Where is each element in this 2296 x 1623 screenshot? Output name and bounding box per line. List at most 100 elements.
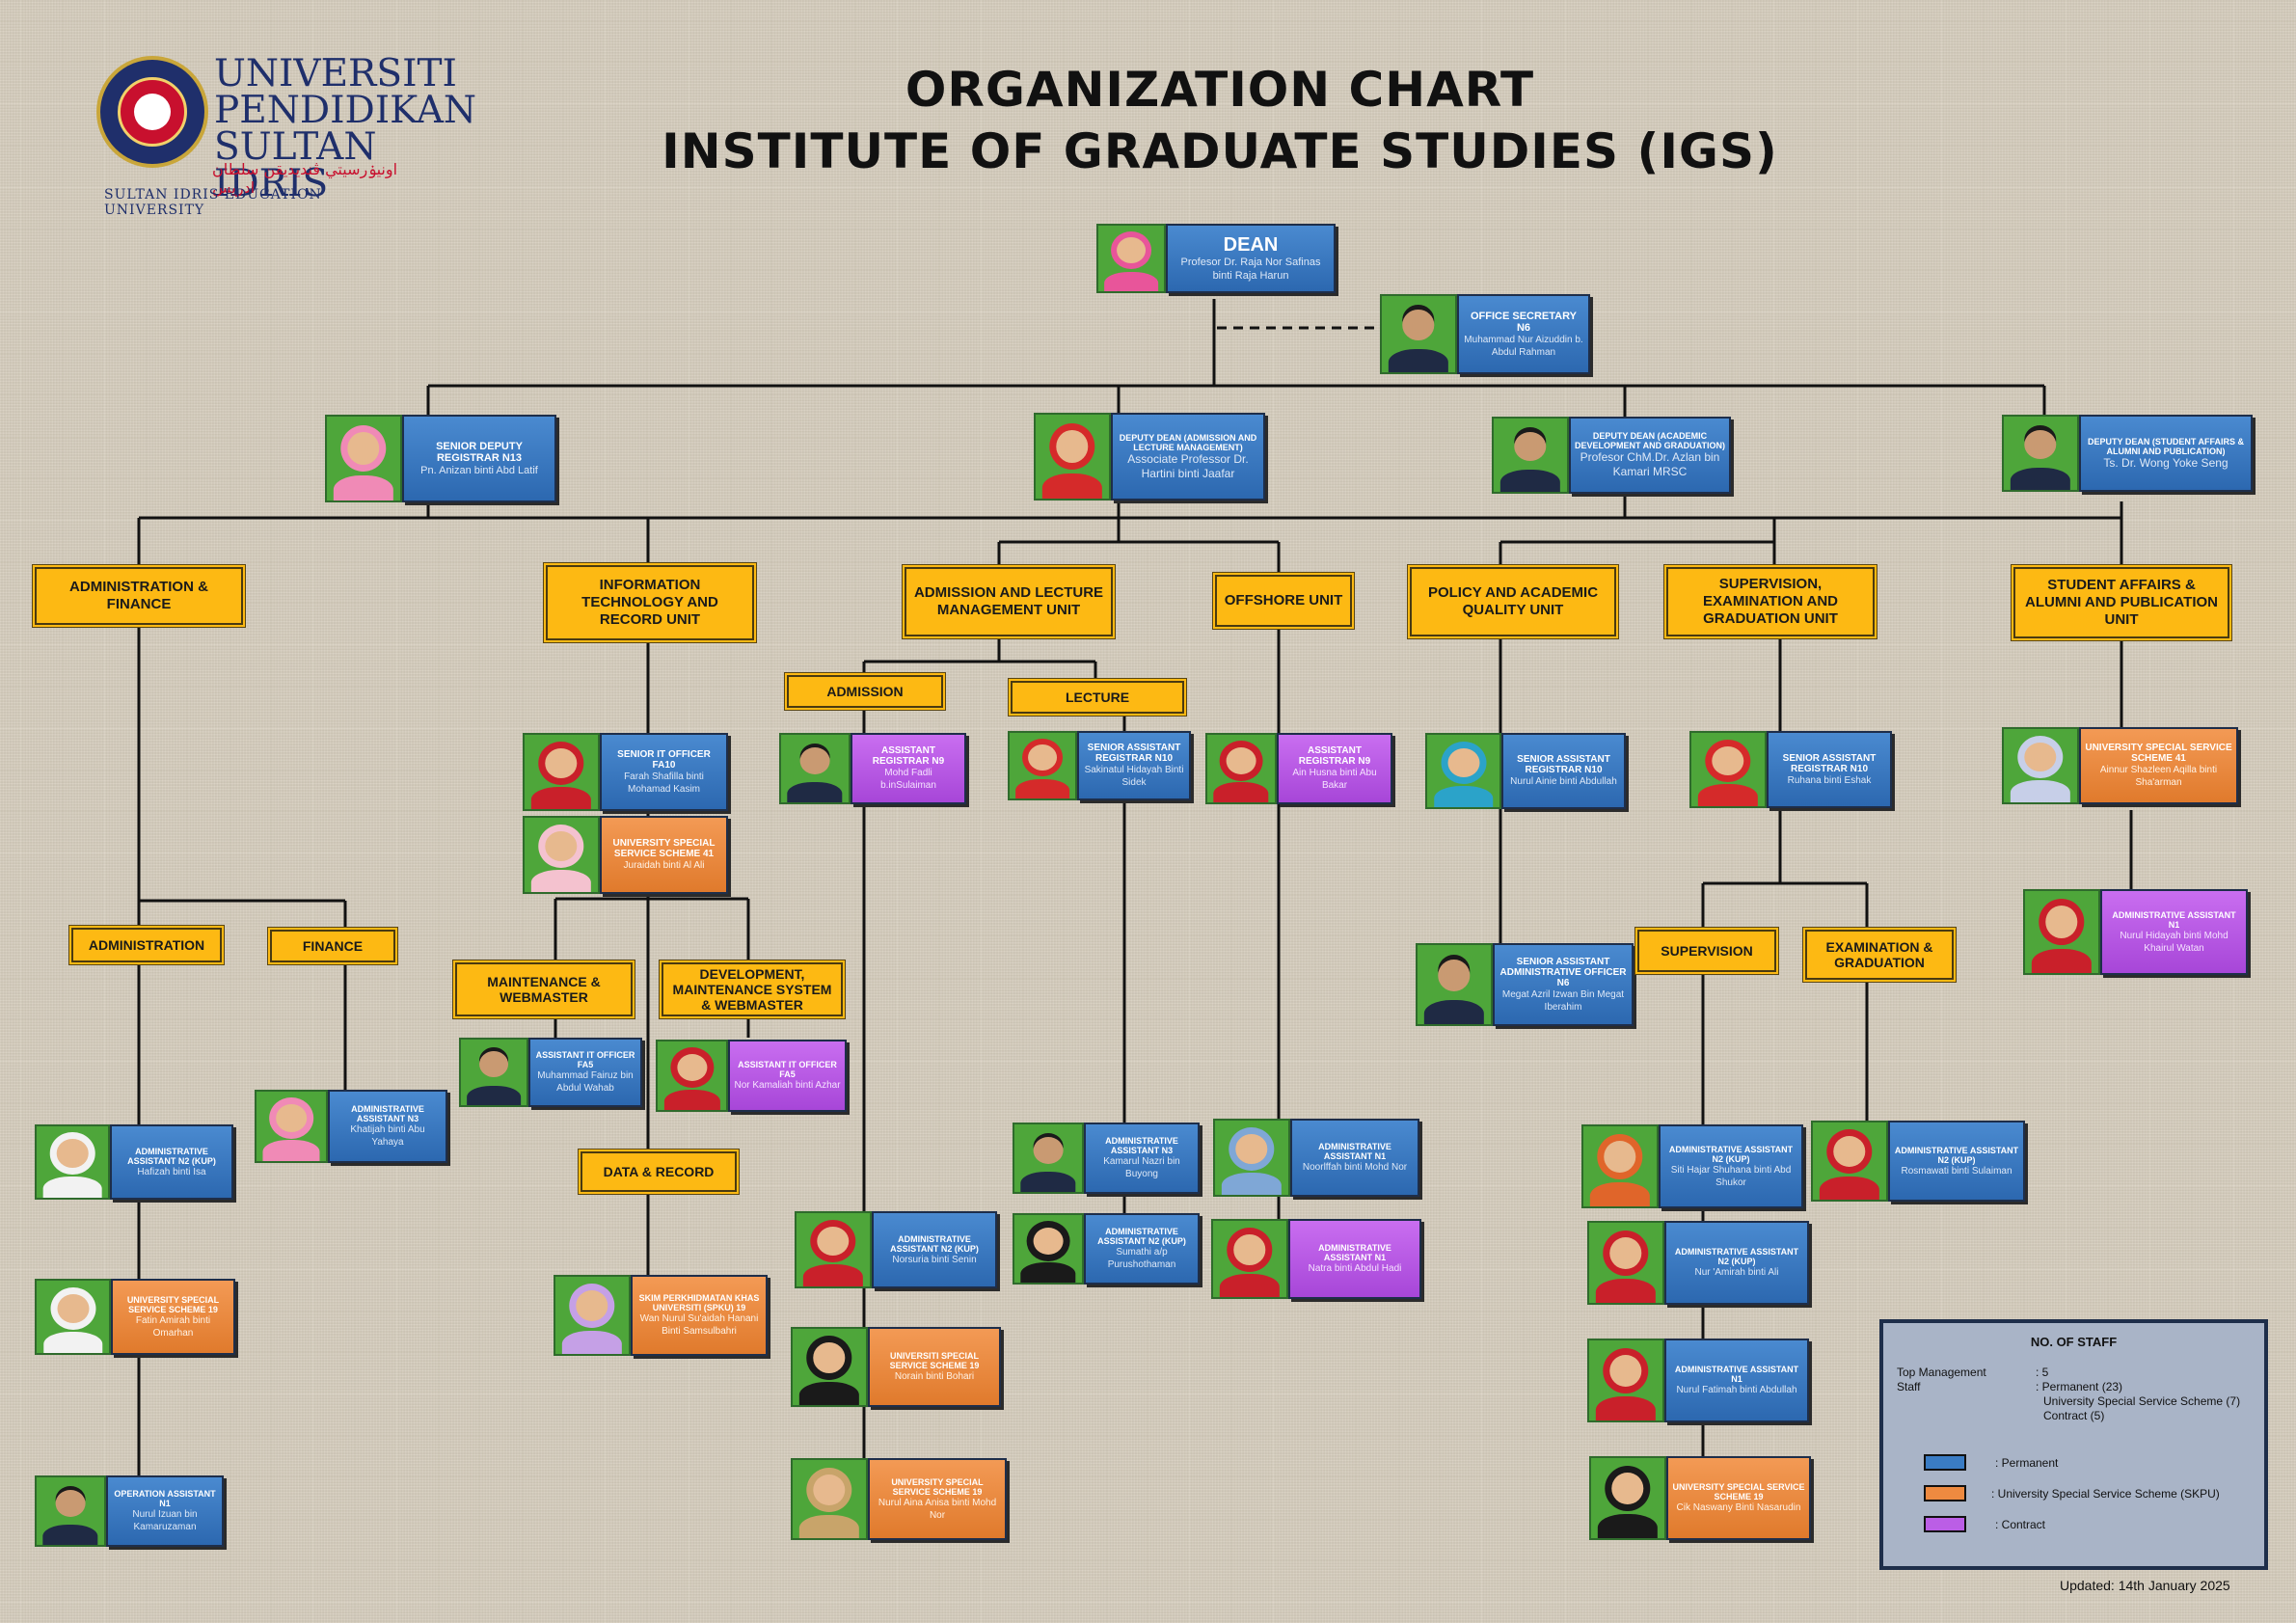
logo-line3: SULTAN IDRIS <box>214 125 377 205</box>
legend-staff-usss: University Special Service Scheme (7) <box>2043 1394 2241 1408</box>
staff-name: Nurul Aina Anisa binti Mohd Nor <box>878 1497 997 1521</box>
staff-name: Nurul Izuan bin Kamaruzaman <box>132 1509 198 1532</box>
logo-wordmark: UNIVERSITI PENDIDIKAN SULTAN IDRIS <box>214 55 476 205</box>
staff-photo-asst-it-development <box>656 1040 728 1112</box>
staff-name: Natra binti Abdul Hadi <box>1308 1263 1402 1274</box>
staff-photo-admin-asst-student <box>2023 889 2100 975</box>
staff-photo-admin-asst-supervision-1 <box>1581 1124 1659 1208</box>
staff-photo-admin-asst-supervision-2 <box>1587 1221 1664 1305</box>
staff-name: Profesor Dr. Raja Nor Safinas binti Raja… <box>1180 256 1321 282</box>
unit-box-student-affairs: STUDENT AFFAIRS & ALUMNI AND PUBLICATION… <box>2013 567 2229 638</box>
staff-photo-admin-asst-supervision-3 <box>1587 1339 1664 1422</box>
unit-box-admission: ADMISSION <box>787 675 943 708</box>
staff-photo-admin-asst-offshore-2 <box>1211 1219 1288 1299</box>
staff-card-deputy-dean-student: DEPUTY DEAN (STUDENT AFFAIRS & ALUMNI AN… <box>2002 415 2253 492</box>
staff-name: Cik Naswany Binti Nasarudin <box>1676 1502 1801 1513</box>
chart-title: ORGANIZATION CHART <box>905 62 1535 118</box>
staff-title: DEPUTY DEAN (ACADEMIC DEVELOPMENT AND GR… <box>1575 431 1725 450</box>
unit-box-development: DEVELOPMENT, MAINTENANCE SYSTEM & WEBMAS… <box>662 962 843 1016</box>
staff-box-admin-asst-lecture-2: ADMINISTRATIVE ASSISTANT N2 (KUP)Sumathi… <box>1084 1213 1200 1285</box>
staff-card-senior-admin-officer: SENIOR ASSISTANT ADMINISTRATIVE OFFICER … <box>1416 943 1634 1026</box>
staff-name: Associate Professor Dr. Hartini binti Ja… <box>1127 451 1249 480</box>
staff-name: Nur 'Amirah binti Ali <box>1694 1267 1779 1278</box>
staff-photo-senior-deputy-registrar <box>325 415 402 502</box>
legend-title: NO. OF STAFF <box>2030 1335 2118 1349</box>
staff-title: ASSISTANT IT OFFICER FA5 <box>738 1060 837 1079</box>
staff-title: ADMINISTRATIVE ASSISTANT N3 <box>351 1104 424 1123</box>
staff-name: Ainnur Shazleen Aqilla binti Sha'arman <box>2099 765 2218 788</box>
legend-staff-contract: Contract (5) <box>2043 1409 2105 1422</box>
staff-photo-admin-asst-exam <box>1811 1121 1888 1202</box>
staff-title: ADMINISTRATIVE ASSISTANT N2 (KUP) <box>1674 1247 1799 1266</box>
university-logo: UNIVERSITI PENDIDIKAN SULTAN IDRIS اونيۏ… <box>96 55 476 218</box>
staff-title: UNIVERSITY SPECIAL SERVICE SCHEME 41 <box>2085 743 2232 764</box>
staff-card-deputy-dean-academic: DEPUTY DEAN (ACADEMIC DEVELOPMENT AND GR… <box>1492 417 1731 494</box>
staff-title: ADMINISTRATIVE ASSISTANT N2 (KUP) <box>890 1233 979 1254</box>
staff-title: OFFICE SECRETARY N6 <box>1470 310 1577 334</box>
staff-name: Ts. Dr. Wong Yoke Seng <box>2103 455 2228 470</box>
staff-box-deputy-dean-admission: DEPUTY DEAN (ADMISSION AND LECTURE MANAG… <box>1111 413 1265 500</box>
staff-name: Nurul Hidayah binti Mohd Khairul Watan <box>2120 930 2228 954</box>
staff-photo-usss-admission-1 <box>791 1327 868 1407</box>
staff-photo-admin-asst-lecture-1 <box>1013 1123 1084 1194</box>
unit-box-policy: POLICY AND ACADEMIC QUALITY UNIT <box>1410 567 1616 636</box>
staff-box-admin-asst-supervision-1: ADMINISTRATIVE ASSISTANT N2 (KUP)Siti Ha… <box>1659 1124 1803 1208</box>
legend-label-contract: : Contract <box>1995 1518 2046 1531</box>
staff-name: Ruhana binti Eshak <box>1787 774 1872 786</box>
staff-photo-dean <box>1096 224 1166 293</box>
unit-box-maintenance: MAINTENANCE & WEBMASTER <box>455 962 633 1016</box>
staff-card-data-record-staff: SKIM PERKHIDMATAN KHAS UNIVERSITI (SPKU)… <box>554 1275 768 1356</box>
staff-photo-deputy-dean-admission <box>1034 413 1111 500</box>
staff-title: ASSISTANT REGISTRAR N9 <box>872 745 945 767</box>
staff-title: ADMINISTRATIVE ASSISTANT N2 (KUP) <box>127 1146 216 1166</box>
staff-card-admin-asst-administration: ADMINISTRATIVE ASSISTANT N2 (KUP)Hafizah… <box>35 1124 233 1200</box>
staff-photo-secretary <box>1380 294 1457 374</box>
staff-title: DEPUTY DEAN (STUDENT AFFAIRS & ALUMNI AN… <box>2087 436 2244 456</box>
updated-date: Updated: 14th January 2025 <box>2060 1578 2230 1593</box>
legend-swatch-contract <box>1924 1516 1966 1532</box>
unit-box-admission-lecture: ADMISSION AND LECTURE MANAGEMENT UNIT <box>905 567 1113 636</box>
staff-name: Khatijah binti Abu Yahaya <box>350 1124 425 1148</box>
staff-title: SENIOR IT OFFICER FA10 <box>617 748 711 771</box>
staff-photo-senior-admin-officer <box>1416 943 1493 1026</box>
staff-name: Siti Hajar Shuhana binti Abd Shukor <box>1670 1164 1792 1188</box>
staff-photo-data-record-staff <box>554 1275 631 1356</box>
staff-name: Ain Husna binti Abu Bakar <box>1292 768 1377 791</box>
staff-box-admin-asst-supervision-2: ADMINISTRATIVE ASSISTANT N2 (KUP)Nur 'Am… <box>1664 1221 1809 1305</box>
staff-name: Wan Nurul Su'aidah Hanani Binti Samsulba… <box>639 1313 759 1337</box>
unit-box-finance: FINANCE <box>270 930 395 962</box>
staff-box-admin-asst-exam: ADMINISTRATIVE ASSISTANT N2 (KUP)Rosmawa… <box>1888 1121 2025 1202</box>
legend-top-management-label: Top Management <box>1897 1366 1986 1379</box>
staff-photo-senior-asst-registrar-supervision <box>1689 731 1767 808</box>
staff-name: Farah Shafilla binti Mohamad Kasim <box>624 771 704 795</box>
staff-card-deputy-dean-admission: DEPUTY DEAN (ADMISSION AND LECTURE MANAG… <box>1034 413 1265 500</box>
staff-title: ADMINISTRATIVE ASSISTANT N1 <box>2112 909 2236 930</box>
